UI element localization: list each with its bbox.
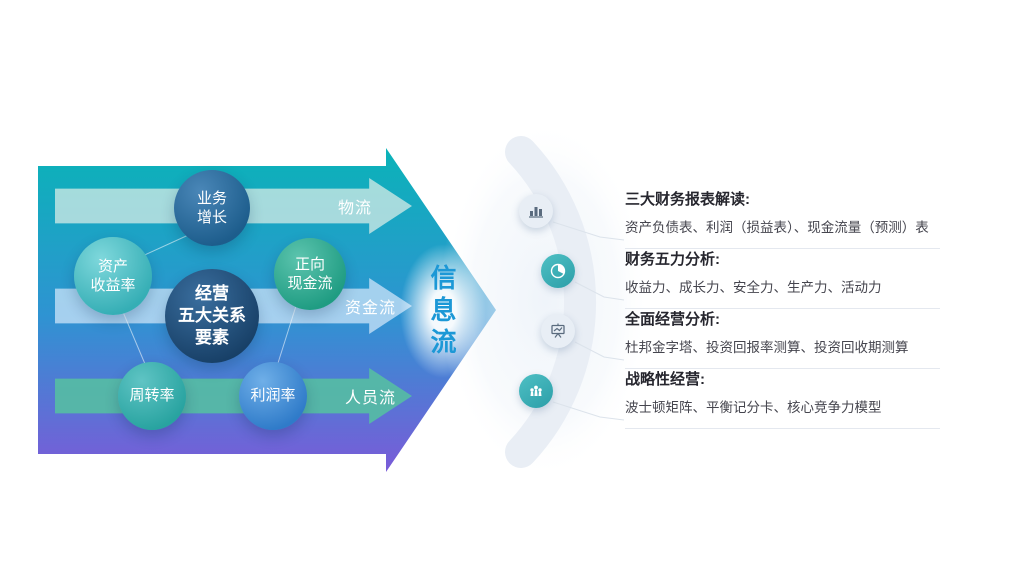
strategy-icon <box>519 374 553 408</box>
info-item-title: 财务五力分析: <box>625 251 720 268</box>
info-item-operation-analysis: 全面经营分析: 杜邦金字塔、投资回报率测算、投资回收期测算 <box>625 308 940 369</box>
bubble-profit-rate-label: 利润率 <box>250 387 296 405</box>
flow-band-personnel-label: 人员流 <box>344 390 396 407</box>
info-item-desc: 收益力、成长力、安全力、生产力、活动力 <box>625 280 882 295</box>
bubble-positive-cash-flow: 正向 现金流 <box>274 238 346 310</box>
bubble-positive-cash-flow-line2: 现金流 <box>287 275 333 292</box>
bubble-return-on-assets-line2: 收益率 <box>90 277 136 294</box>
bubble-return-on-assets: 资产 收益率 <box>74 237 152 315</box>
presentation-icon <box>541 314 575 348</box>
strategy-glyph <box>530 385 542 396</box>
info-item-strategic-operation: 战略性经营: 波士顿矩阵、平衡记分卡、核心竞争力模型 <box>625 368 940 429</box>
info-item-financial-reports: 三大财务报表解读: 资产负债表、利润（损益表）、现金流量（预测）表 <box>625 188 940 249</box>
info-item-five-forces: 财务五力分析: 收益力、成长力、安全力、生产力、活动力 <box>625 248 940 309</box>
info-item-desc: 波士顿矩阵、平衡记分卡、核心竞争力模型 <box>625 400 882 415</box>
bubble-business-growth-line1: 业务 <box>196 189 227 207</box>
info-item-title: 全面经营分析: <box>625 311 720 328</box>
bubble-center-five-elements: 经营 五大关系 要素 <box>165 269 259 363</box>
bubble-business-growth: 业务 增长 <box>174 170 250 246</box>
bubble-return-on-assets-line1: 资产 <box>97 257 128 275</box>
bubble-profit-rate: 利润率 <box>239 362 307 430</box>
bubble-positive-cash-flow-line1: 正向 <box>294 255 325 273</box>
bubble-center-line2: 五大关系 <box>178 305 246 325</box>
info-flow-label: 信息流 <box>427 264 457 360</box>
bubble-turnover-rate-label: 周转率 <box>129 387 175 405</box>
info-item-desc: 资产负债表、利润（损益表）、现金流量（预测）表 <box>625 220 929 235</box>
pie-chart-glyph <box>550 263 566 279</box>
presentation-glyph <box>551 323 565 338</box>
flow-band-capital-label: 资金流 <box>344 300 396 317</box>
flow-band-logistics-label: 物流 <box>337 200 372 217</box>
info-item-title: 三大财务报表解读: <box>625 191 750 208</box>
pie-chart-icon <box>541 254 575 288</box>
bubble-business-growth-line2: 增长 <box>196 209 227 226</box>
bubble-center-line1: 经营 <box>195 283 229 303</box>
info-item-title: 战略性经营: <box>625 371 705 388</box>
bar-chart-glyph <box>529 207 543 218</box>
info-item-desc: 杜邦金字塔、投资回报率测算、投资回收期测算 <box>625 340 909 355</box>
bubble-center-line3: 要素 <box>195 328 229 348</box>
financial-report-icon <box>519 194 553 228</box>
flow-band-personnel: 人员流 <box>55 368 412 424</box>
bubble-turnover-rate: 周转率 <box>118 362 186 430</box>
